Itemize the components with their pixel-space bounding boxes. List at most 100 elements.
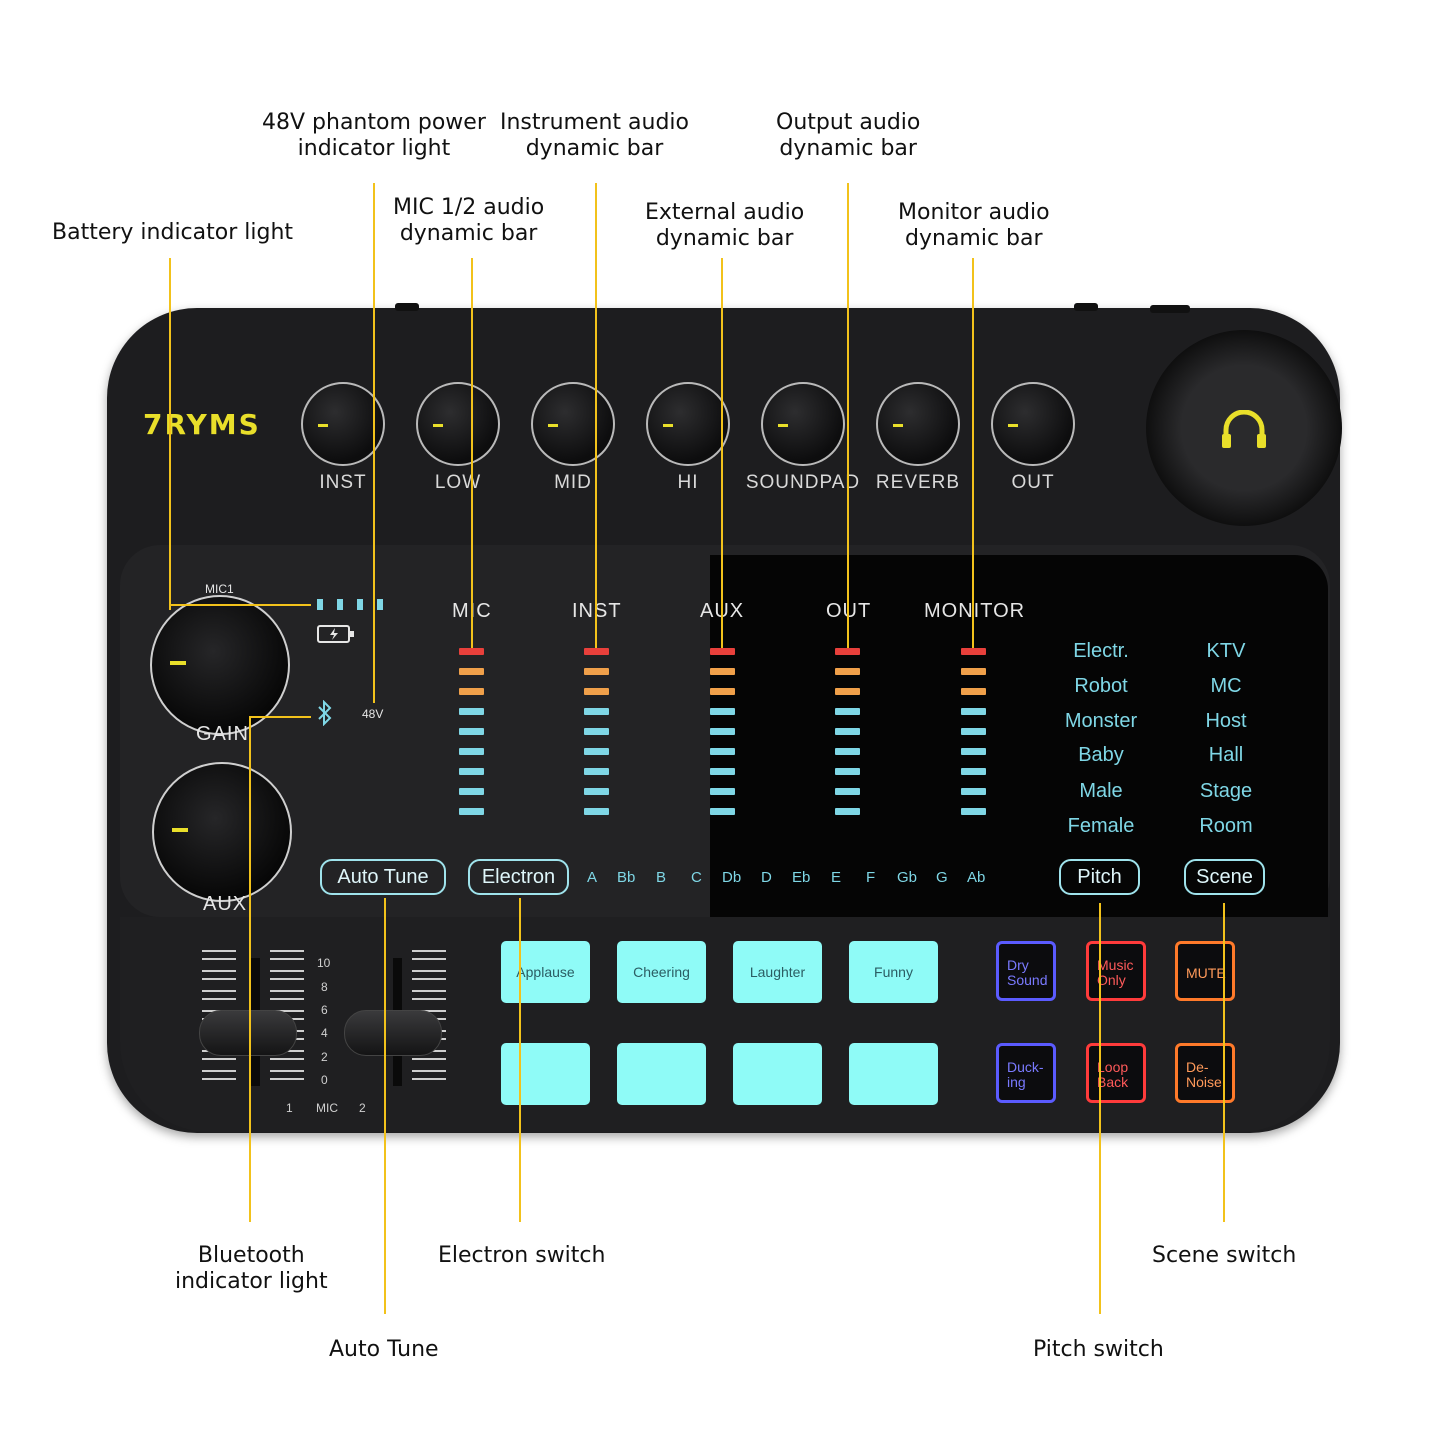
meter-segment (710, 648, 735, 655)
callout-phantom-power: 48V phantom power indicator light (262, 110, 486, 161)
pad-funny[interactable]: Funny (849, 941, 938, 1003)
meter-out (835, 648, 860, 818)
fader-tick (412, 990, 446, 992)
meter-monitor (961, 648, 986, 818)
mic1-fader-handle[interactable] (199, 1010, 297, 1056)
callout-bluetooth: Bluetooth indicator light (175, 1243, 328, 1294)
aux-label: AUX (203, 893, 248, 915)
meter-segment (835, 648, 860, 655)
pitch-button[interactable]: Pitch (1059, 859, 1140, 895)
voice-preset: Baby (1078, 744, 1124, 766)
fader-tick (202, 1058, 236, 1060)
fader-tick (270, 1078, 304, 1080)
knob-low[interactable] (416, 382, 500, 466)
knob-label: OUT (1011, 472, 1055, 493)
meter-segment (961, 788, 986, 795)
pad-blank[interactable] (849, 1043, 938, 1105)
callout-instrument-bar: Instrument audio dynamic bar (500, 110, 689, 161)
meter-segment (961, 668, 986, 675)
meter-segment (961, 748, 986, 755)
meter-segment (835, 788, 860, 795)
fader-tick (412, 1058, 446, 1060)
knob-soundpad[interactable] (761, 382, 845, 466)
pad-laughter[interactable]: Laughter (733, 941, 822, 1003)
knob-mid[interactable] (531, 382, 615, 466)
fader-tick (412, 950, 446, 952)
fader-tick (412, 1078, 446, 1080)
voice-preset: Male (1079, 780, 1123, 802)
meter-segment (835, 728, 860, 735)
display-screen (710, 555, 1328, 917)
key-label: Gb (897, 869, 918, 886)
autotune-button[interactable]: Auto Tune (320, 859, 446, 895)
meter-segment (835, 688, 860, 695)
mic2-fader-handle[interactable] (344, 1010, 442, 1056)
leader-line-mic (471, 258, 473, 648)
meter-segment (710, 808, 735, 815)
scene-preset: KTV (1206, 640, 1246, 662)
headphone-volume-knob[interactable] (1146, 330, 1342, 526)
key-label: Db (722, 869, 742, 886)
meter-segment (961, 648, 986, 655)
callout-electron: Electron switch (438, 1243, 606, 1268)
ducking-button[interactable]: Duck- ing (996, 1043, 1056, 1103)
fader-tick (202, 1078, 236, 1080)
de-noise-button[interactable]: De- Noise (1175, 1043, 1235, 1103)
fader-tick (270, 1070, 304, 1072)
fader-tick (202, 970, 236, 972)
fader-tick (202, 990, 236, 992)
battery-icon (317, 625, 354, 643)
leader-line-autotune (384, 898, 386, 1314)
knob-out[interactable] (991, 382, 1075, 466)
meter-segment (459, 768, 484, 775)
knob-label: INST (319, 472, 367, 493)
pad-blank[interactable] (617, 1043, 706, 1105)
key-label: F (866, 869, 876, 886)
knob-reverb[interactable] (876, 382, 960, 466)
key-label: C (691, 869, 702, 886)
aux-knob[interactable] (152, 762, 292, 902)
fader-channel-label: 1 (286, 1101, 293, 1115)
key-label: Bb (617, 869, 636, 886)
meter-segment (961, 708, 986, 715)
leader-line-battery (169, 258, 171, 610)
scene-button[interactable]: Scene (1184, 859, 1265, 895)
meter-segment (459, 668, 484, 675)
pad-blank[interactable] (733, 1043, 822, 1105)
pad-cheering[interactable]: Cheering (617, 941, 706, 1003)
callout-external-bar: External audio dynamic bar (645, 200, 805, 251)
meter-segment (961, 688, 986, 695)
brand-logo: 7RYMS (143, 408, 261, 441)
meter-aux (710, 648, 735, 818)
music-only-button[interactable]: Music Only (1086, 941, 1146, 1001)
meter-segment (710, 708, 735, 715)
gain-knob[interactable] (150, 595, 290, 735)
gain-label: GAIN (196, 723, 249, 745)
meter-segment (710, 748, 735, 755)
key-label: B (656, 869, 667, 886)
meter-inst (584, 648, 609, 818)
knob-inst[interactable] (301, 382, 385, 466)
meter-segment (584, 648, 609, 655)
knob-hi[interactable] (646, 382, 730, 466)
fader-tick (412, 978, 446, 980)
callout-output-bar: Output audio dynamic bar (776, 110, 921, 161)
electron-button[interactable]: Electron (468, 859, 569, 895)
meter-segment (584, 788, 609, 795)
voice-preset: Female (1067, 815, 1135, 837)
meter-segment (961, 808, 986, 815)
knob-label: LOW (434, 472, 482, 493)
meter-segment (459, 808, 484, 815)
callout-battery: Battery indicator light (52, 220, 294, 245)
fader-tick (412, 970, 446, 972)
meter-segment (835, 768, 860, 775)
pad-applause[interactable]: Applause (501, 941, 590, 1003)
phantom-48v-label: 48V (362, 707, 384, 721)
loop-back-button[interactable]: Loop Back (1086, 1043, 1146, 1103)
callout-pitch: Pitch switch (1033, 1337, 1164, 1362)
dry-sound-button[interactable]: Dry Sound (996, 941, 1056, 1001)
pad-blank[interactable] (501, 1043, 590, 1105)
mute-button[interactable]: MUTE (1175, 941, 1235, 1001)
fader-tick (202, 958, 236, 960)
fader-tick (270, 978, 304, 980)
